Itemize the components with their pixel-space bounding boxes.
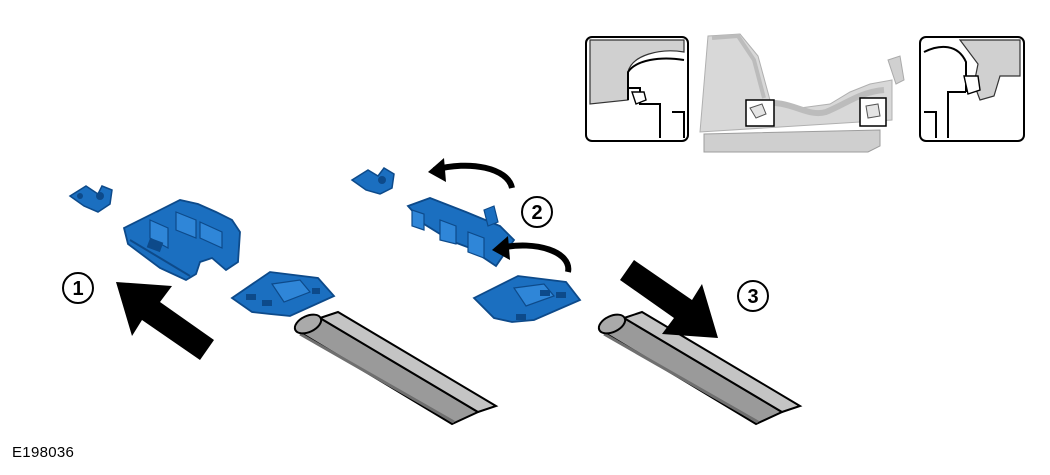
step-callout-2: 2	[521, 196, 553, 228]
step-callout-3: 3	[737, 280, 769, 312]
base-plate-middle	[472, 275, 582, 323]
roof-rail-left	[293, 310, 499, 426]
detail-view-group	[585, 33, 1025, 153]
rotation-arrow-lower	[492, 236, 572, 273]
step-number-2: 2	[531, 202, 542, 224]
detail-inset-right	[919, 36, 1025, 142]
rotation-arrow-upper	[428, 158, 515, 190]
rail-profile-detail	[699, 33, 905, 153]
roof-rail-right	[597, 310, 803, 426]
base-plate-left	[230, 271, 336, 317]
direction-arrow-1	[116, 282, 214, 360]
bracket-middle	[406, 197, 516, 268]
detail-inset-left	[585, 36, 689, 142]
clip-small-left	[68, 185, 113, 213]
bracket-left	[122, 199, 241, 282]
step-number-3: 3	[747, 286, 758, 308]
step-callout-1: 1	[62, 272, 94, 304]
step-number-1: 1	[72, 278, 83, 300]
figure-reference-code: E198036	[12, 444, 75, 461]
direction-arrow-3	[620, 260, 718, 338]
clip-small-middle	[350, 167, 395, 195]
